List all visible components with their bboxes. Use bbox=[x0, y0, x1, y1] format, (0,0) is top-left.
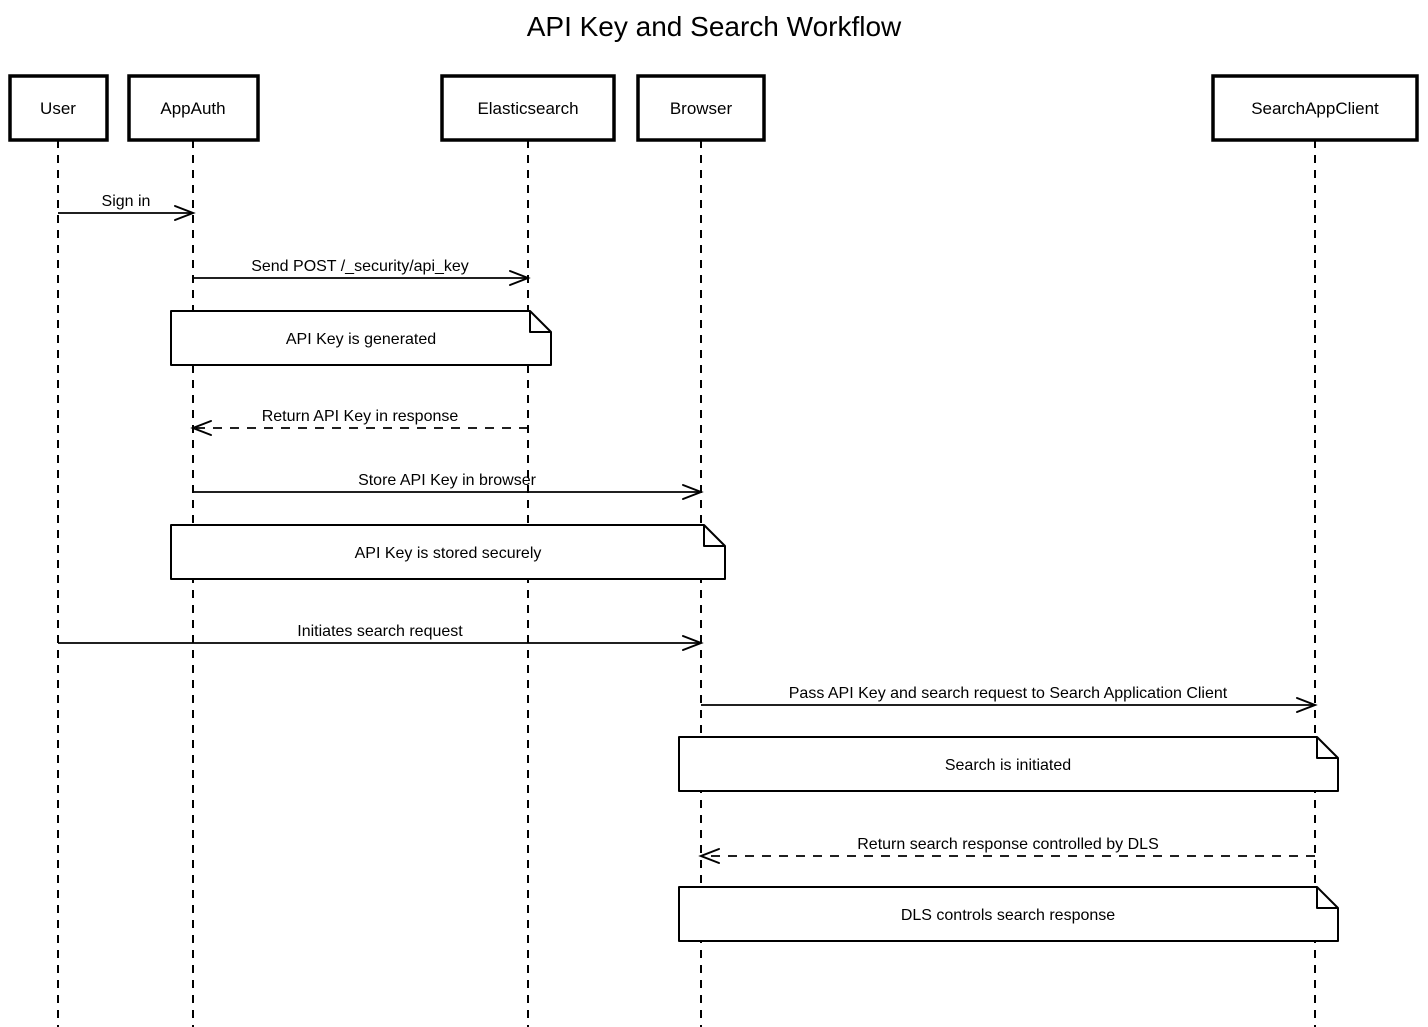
note-search-is-initiated: Search is initiated bbox=[678, 736, 1339, 792]
actor-searchappclient: SearchAppClient bbox=[1211, 74, 1419, 142]
actor-label: Browser bbox=[670, 99, 733, 118]
note-shape bbox=[678, 886, 1339, 942]
message-label: Sign in bbox=[102, 193, 151, 210]
note-api-key-generated: API Key is generated bbox=[170, 310, 552, 366]
actor-box bbox=[1211, 74, 1419, 142]
actor-box bbox=[440, 74, 616, 142]
note-dls-controls-search-response: DLS controls search response bbox=[678, 886, 1339, 942]
message-label: Pass API Key and search request to Searc… bbox=[789, 685, 1228, 702]
actor-browser: Browser bbox=[636, 74, 766, 142]
actors: User AppAuth Elasticsearch Browser Searc… bbox=[8, 74, 1419, 142]
note-text: Search is initiated bbox=[945, 757, 1071, 774]
note-fold-corner bbox=[1316, 887, 1338, 909]
note-shape bbox=[170, 524, 726, 580]
message-return-api-key: Return API Key in response bbox=[190, 408, 528, 436]
message-label: Return search response controlled by DLS bbox=[857, 836, 1159, 853]
note-text: DLS controls search response bbox=[901, 907, 1115, 924]
diagram-title: API Key and Search Workflow bbox=[527, 11, 902, 42]
note-fold-corner bbox=[529, 311, 551, 333]
actor-label: SearchAppClient bbox=[1251, 99, 1379, 118]
note-fold-corner bbox=[1316, 737, 1338, 759]
actor-elasticsearch: Elasticsearch bbox=[440, 74, 616, 142]
note-text: API Key is generated bbox=[286, 331, 436, 348]
note-shape bbox=[170, 310, 552, 366]
message-pass-api-key-search-request: Pass API Key and search request to Searc… bbox=[701, 685, 1318, 713]
message-sign-in: Sign in bbox=[58, 193, 196, 221]
message-send-post-api-key: Send POST /_security/api_key bbox=[193, 258, 531, 286]
message-initiates-search-request: Initiates search request bbox=[58, 623, 704, 651]
notes: API Key is generated API Key is stored s… bbox=[170, 310, 1339, 942]
note-shape bbox=[678, 736, 1339, 792]
message-return-search-response: Return search response controlled by DLS bbox=[698, 836, 1315, 864]
actor-appauth: AppAuth bbox=[127, 74, 260, 142]
note-text: API Key is stored securely bbox=[355, 545, 542, 562]
actor-box bbox=[127, 74, 260, 142]
actor-user: User bbox=[8, 74, 109, 142]
lifelines bbox=[57, 140, 1316, 1027]
message-label: Store API Key in browser bbox=[358, 472, 537, 489]
actor-box bbox=[636, 74, 766, 142]
message-label: Return API Key in response bbox=[262, 408, 459, 425]
actor-label: User bbox=[40, 99, 76, 118]
message-label: Send POST /_security/api_key bbox=[251, 258, 469, 275]
note-fold-corner bbox=[703, 525, 725, 547]
actor-box bbox=[8, 74, 109, 142]
note-api-key-stored-securely: API Key is stored securely bbox=[170, 524, 726, 580]
message-store-api-key: Store API Key in browser bbox=[193, 472, 704, 500]
message-label: Initiates search request bbox=[297, 623, 463, 640]
actor-label: AppAuth bbox=[160, 99, 225, 118]
actor-label: Elasticsearch bbox=[477, 99, 578, 118]
messages: Sign in Send POST /_security/api_key Ret… bbox=[58, 193, 1318, 864]
